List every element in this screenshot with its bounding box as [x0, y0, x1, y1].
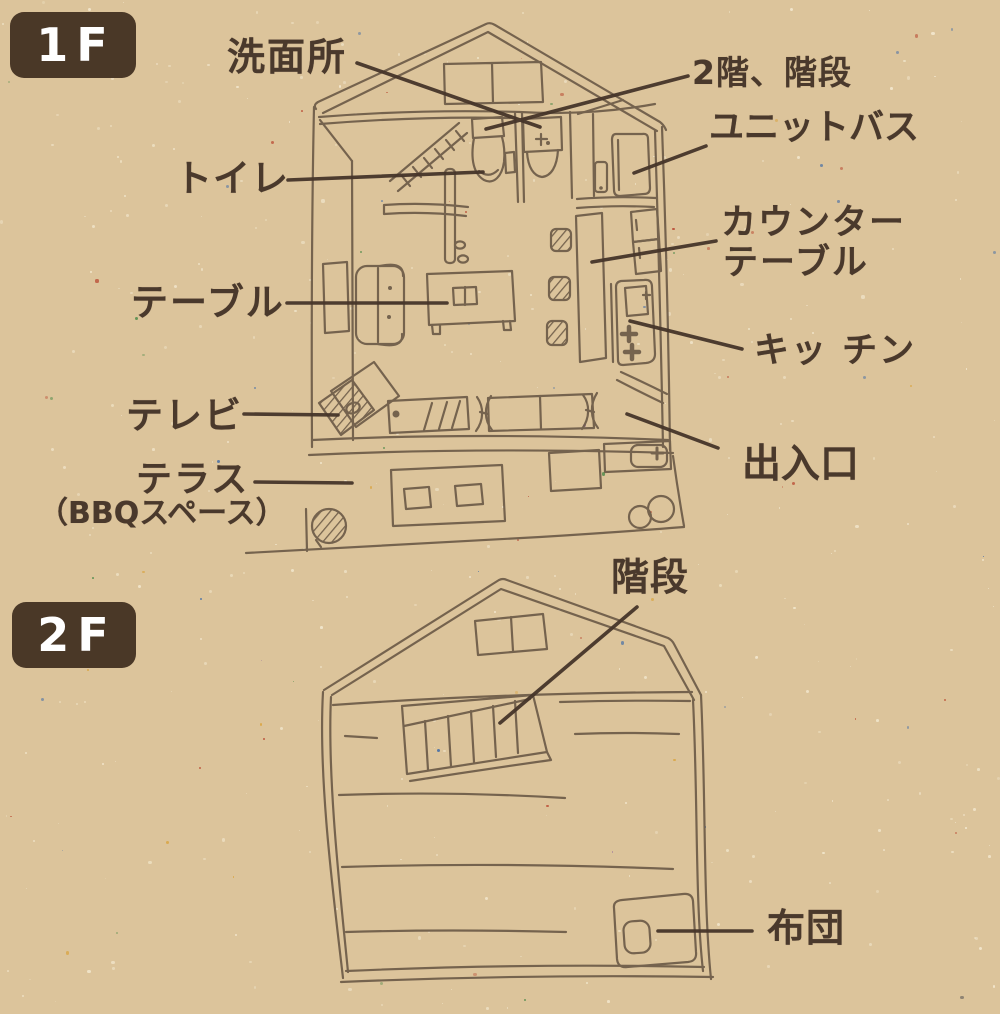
label-counter-table-line1: カウンター	[721, 203, 907, 243]
label-stairs-to-2f: 2階、階段	[692, 53, 852, 92]
label-toilet: トイレ	[175, 157, 289, 200]
sofa-drawing	[354, 263, 406, 347]
stairs-1f-drawing	[382, 121, 470, 218]
window-bench-drawing	[321, 260, 351, 335]
tv-drawing	[317, 360, 401, 437]
floor1-badge: 1F	[10, 12, 136, 78]
terrace-drawing	[244, 439, 686, 555]
washbasin-drawing	[521, 115, 564, 179]
stairs-2f-drawing	[400, 693, 553, 783]
label-unit-bath: ユニットバス	[709, 108, 920, 148]
leader-lines	[242, 61, 754, 933]
label-stairs-2f: 階段	[611, 555, 690, 599]
floor2-badge: 2F	[12, 602, 136, 668]
fridge-drawing	[629, 207, 663, 276]
label-table: テーブル	[131, 281, 285, 324]
label-kitchen: キッ チン	[754, 331, 917, 371]
futon-drawing	[612, 892, 698, 969]
label-washroom: 洗面所	[227, 35, 348, 79]
label-tv: テレビ	[126, 394, 243, 437]
label-terrace-note: （BBQスペース）	[38, 496, 286, 531]
counter-table-drawing	[545, 211, 608, 364]
label-terrace: テラス	[136, 459, 250, 500]
floor1-outline-drawing	[307, 22, 675, 457]
floor2-outline-drawing	[320, 577, 715, 984]
toilet-drawing	[443, 111, 526, 265]
label-entrance: 出入口	[742, 442, 860, 487]
bath-drawing	[568, 98, 658, 210]
kitchen-drawing	[609, 278, 669, 405]
table-drawing	[425, 269, 517, 336]
label-counter-table-line2: テーブル	[723, 243, 869, 283]
label-futon: 布団	[767, 906, 846, 950]
